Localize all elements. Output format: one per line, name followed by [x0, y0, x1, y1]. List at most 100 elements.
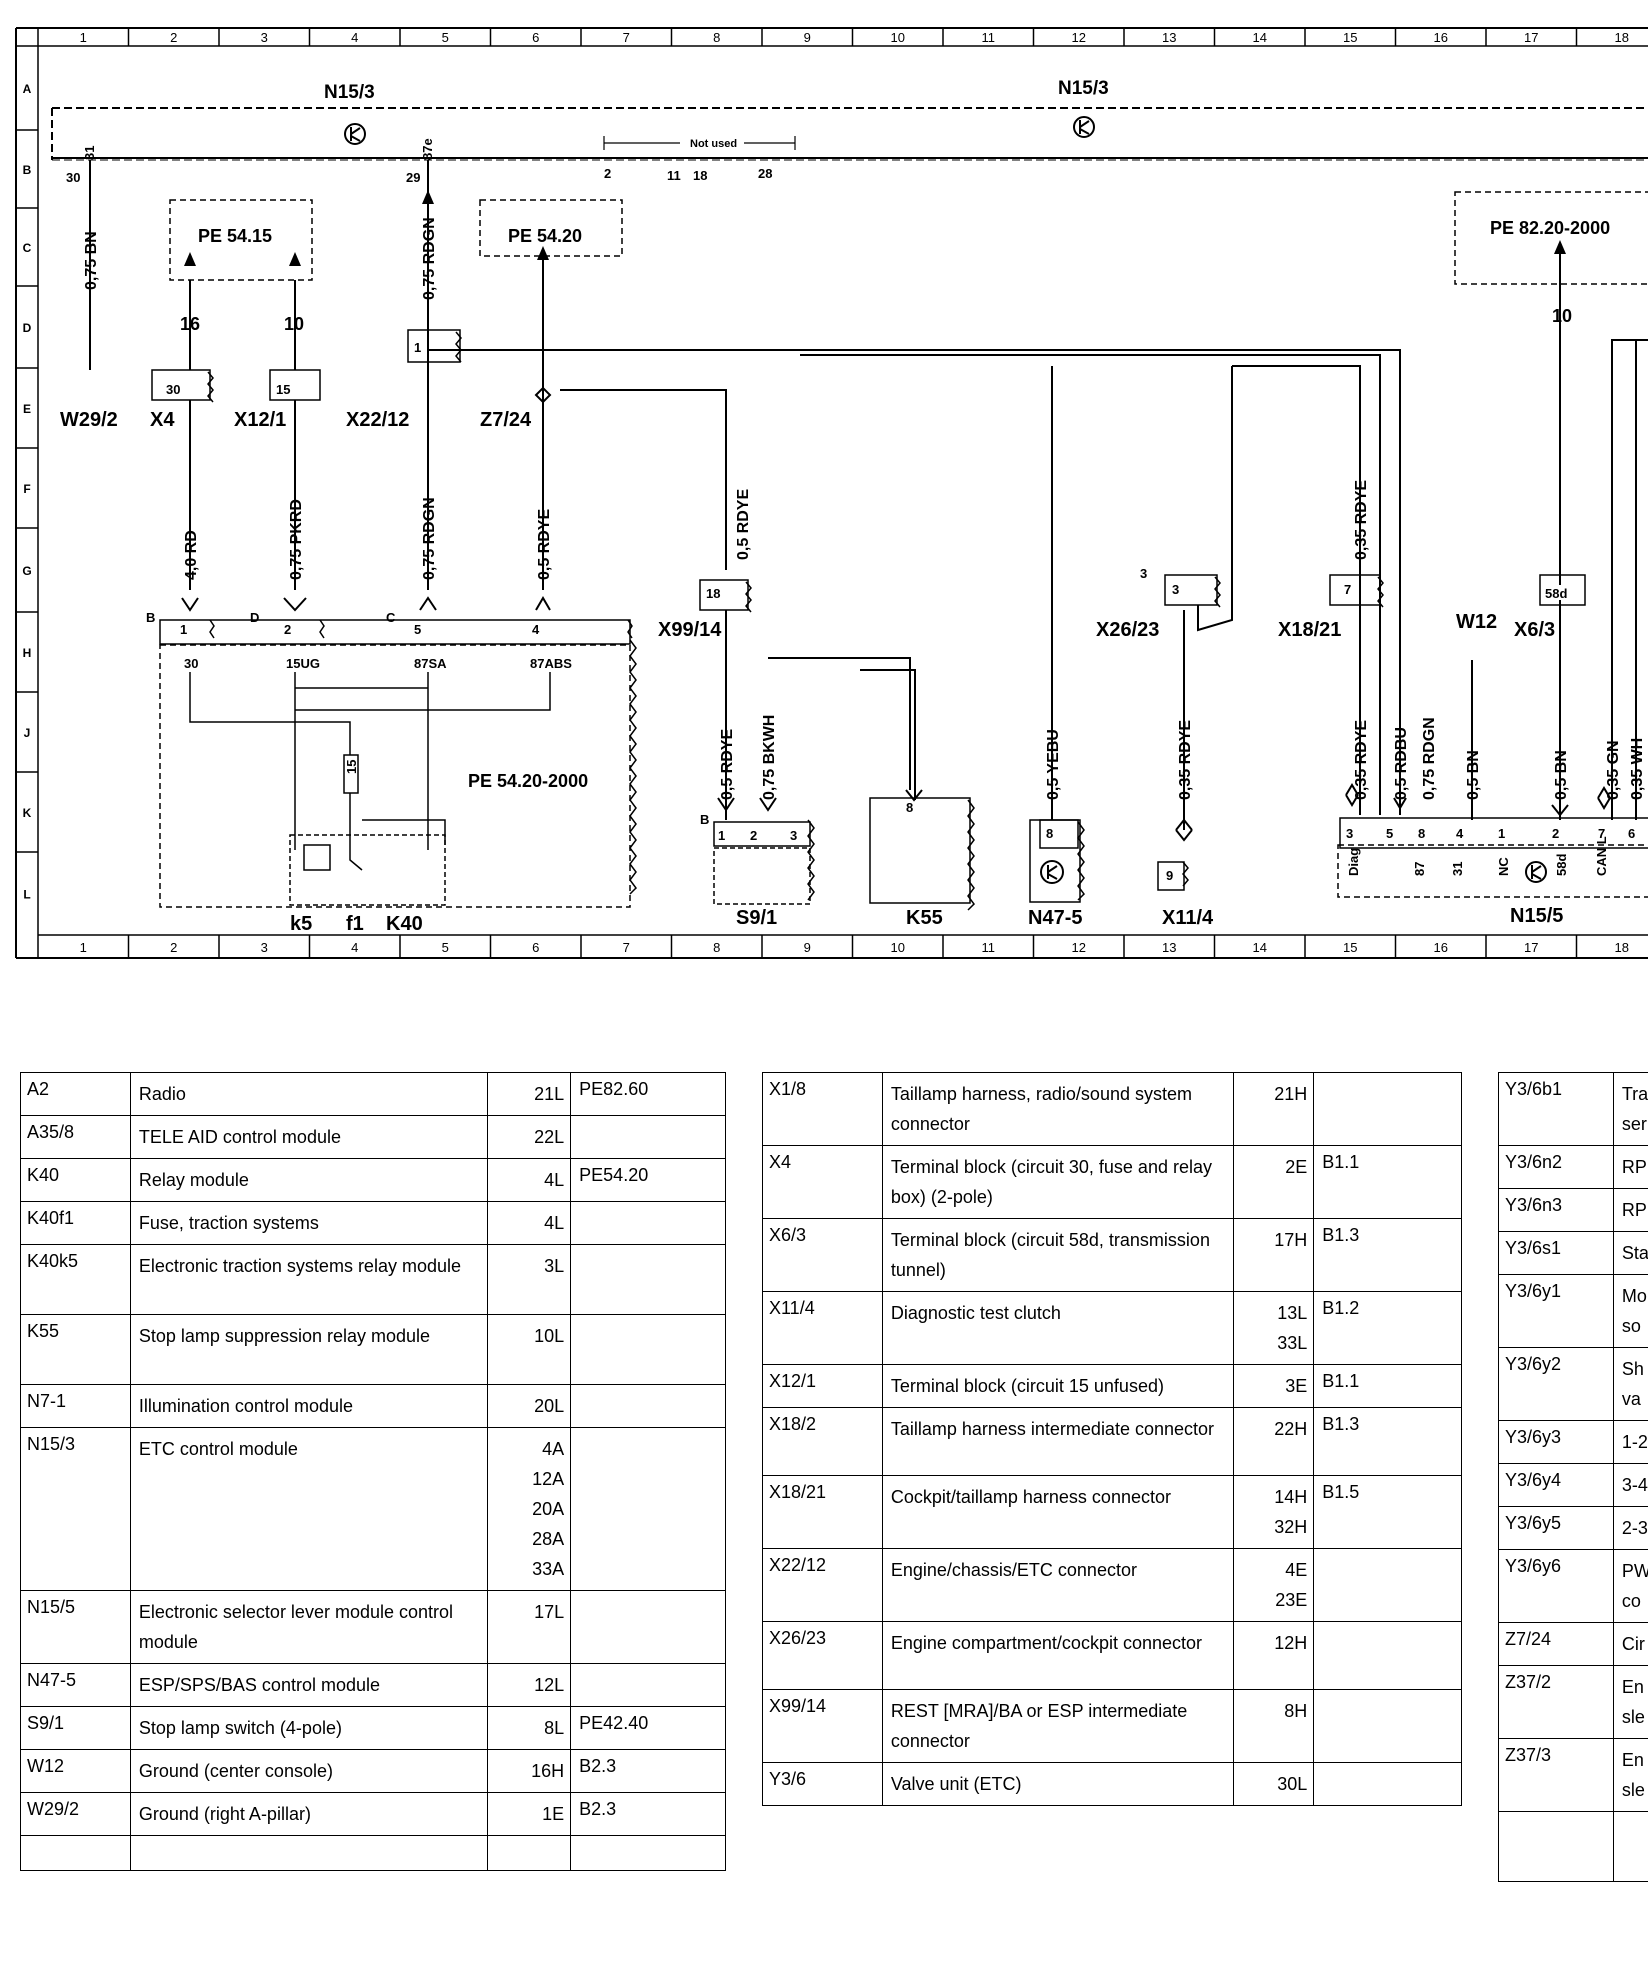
table-cell-ref: [570, 1384, 726, 1428]
grid-col-label-bottom: 13: [1162, 940, 1176, 955]
cell-text: 3E: [1285, 1376, 1308, 1396]
svg-text:2: 2: [1552, 826, 1559, 841]
grid-col-label-bottom: 6: [532, 940, 539, 955]
table-cell-ref: [570, 1244, 726, 1315]
table-cell-ref: B2.3: [570, 1749, 726, 1793]
table-cell-loc: 14H 32H: [1233, 1475, 1315, 1549]
table-cell-code: Z37/2: [1498, 1665, 1614, 1739]
svg-text:18: 18: [706, 586, 720, 601]
cell-text: X12/1: [769, 1371, 817, 1391]
svg-text:Z7/24: Z7/24: [480, 409, 532, 431]
table-cell-loc: 3E: [1233, 1364, 1315, 1408]
table-cell-code: N15/3: [20, 1427, 131, 1591]
cell-text: 22H: [1274, 1419, 1308, 1439]
svg-text:0,75 RDGN: 0,75 RDGN: [1421, 717, 1438, 800]
table-cell-code: Y3/6y4: [1498, 1463, 1614, 1507]
grid-col-label-top: 17: [1524, 30, 1538, 45]
grid-col-label-top: 4: [351, 30, 358, 45]
table-cell-desc: Stop lamp suppression relay module: [129, 1314, 489, 1385]
connector-arrows: [181, 386, 1611, 842]
svg-text:1: 1: [718, 828, 725, 843]
table-cell-code: Y3/6y1: [1498, 1274, 1614, 1348]
svg-text:0,5 YEBU: 0,5 YEBU: [1045, 729, 1062, 800]
table-cell-desc: PW co: [1612, 1549, 1648, 1623]
table-cell-desc: ETC control module: [129, 1427, 489, 1591]
table-cell-code: [1498, 1811, 1614, 1882]
grid-row-label: L: [23, 888, 30, 902]
cell-text: PE82.60: [579, 1079, 649, 1099]
grid-col-label-top: 10: [891, 30, 905, 45]
svg-text:0,5 BN: 0,5 BN: [1465, 750, 1482, 800]
table-cell-desc: En sle: [1612, 1738, 1648, 1812]
grid-row-label: A: [23, 82, 32, 96]
cell-text: K55: [27, 1321, 60, 1341]
cell-text: B2.3: [579, 1799, 617, 1819]
cell-text: 12L: [534, 1675, 565, 1695]
table-cell-loc: 3L: [487, 1244, 572, 1315]
svg-text:11: 11: [667, 168, 681, 183]
cell-text: RP: [1621, 1200, 1647, 1220]
svg-text:X18/21: X18/21: [1278, 619, 1341, 641]
table-cell-desc: Mo so: [1612, 1274, 1648, 1348]
cell-text: X18/21: [769, 1482, 827, 1502]
cell-text: Mo so: [1621, 1286, 1647, 1336]
grid-col-label-bottom: 1: [80, 940, 87, 955]
cell-text: Electronic selector lever module control…: [138, 1602, 454, 1652]
table-cell-loc: 10L: [487, 1314, 572, 1385]
svg-text:4: 4: [532, 622, 540, 637]
cell-text: Z37/2: [1505, 1672, 1552, 1692]
table-cell-desc: Relay module: [129, 1158, 489, 1202]
table-cell-code: K40k5: [20, 1244, 131, 1315]
table-cell-code: Z37/3: [1498, 1738, 1614, 1812]
cell-text: Terminal block (circuit 30, fuse and rel…: [890, 1157, 1212, 1207]
table-cell-desc: Terminal block (circuit 58d, transmissio…: [881, 1218, 1235, 1292]
table-cell-loc: 8L: [487, 1706, 572, 1750]
grid-col-label-bottom: 15: [1343, 940, 1357, 955]
table-cell-ref: [1313, 1689, 1462, 1763]
table-cell-code: X26/23: [762, 1621, 883, 1690]
svg-text:K40: K40: [386, 913, 423, 935]
cell-text: 4L: [544, 1213, 565, 1233]
cell-text: Z37/3: [1505, 1745, 1552, 1765]
cell-text: Y3/6y3: [1505, 1427, 1562, 1447]
cell-text: A2: [27, 1079, 50, 1099]
count-16: 16: [180, 314, 200, 334]
n15-3-right-label: N15/3: [1058, 78, 1109, 99]
cell-text: Fuse, traction systems: [138, 1213, 319, 1233]
table-cell-loc: 21L: [487, 1072, 572, 1116]
cell-text: Valve unit (ETC): [890, 1774, 1022, 1794]
arrowheads: [184, 190, 1566, 266]
cell-text: PE54.20: [579, 1165, 649, 1185]
grid-col-label-bottom: 8: [713, 940, 720, 955]
cell-text: B1.2: [1322, 1298, 1360, 1318]
cell-text: Sh va: [1621, 1359, 1644, 1409]
cell-text: 14H 32H: [1274, 1487, 1308, 1537]
component-labels: W29/2 X4 X12/1 X22/12 Z7/24 X99/14 X26/2…: [60, 409, 1563, 935]
table-cell-loc: 1E: [487, 1792, 572, 1836]
cell-text: ESP/SPS/BAS control module: [138, 1675, 380, 1695]
grid-row-label: H: [23, 646, 32, 660]
top-pins: 30 29 2 11 18 28 31 87e: [66, 138, 772, 185]
grid-row-label: D: [23, 321, 32, 335]
cell-text: B1.5: [1322, 1482, 1360, 1502]
table-cell-ref: [1313, 1621, 1462, 1690]
cell-text: K40f1: [27, 1208, 75, 1228]
cell-text: B1.1: [1322, 1152, 1360, 1172]
svg-text:15: 15: [276, 382, 290, 397]
grid-col-label-bottom: 12: [1072, 940, 1086, 955]
cell-text: Stop lamp switch (4-pole): [138, 1718, 342, 1738]
grid-col-label-top: 16: [1434, 30, 1448, 45]
svg-text:15: 15: [344, 760, 359, 774]
cell-text: W12: [27, 1756, 65, 1776]
svg-text:X11/4: X11/4: [1162, 907, 1214, 929]
svg-text:K55: K55: [906, 907, 943, 929]
table-cell-loc: 17H: [1233, 1218, 1315, 1292]
svg-text:0,75 BN: 0,75 BN: [83, 231, 100, 290]
